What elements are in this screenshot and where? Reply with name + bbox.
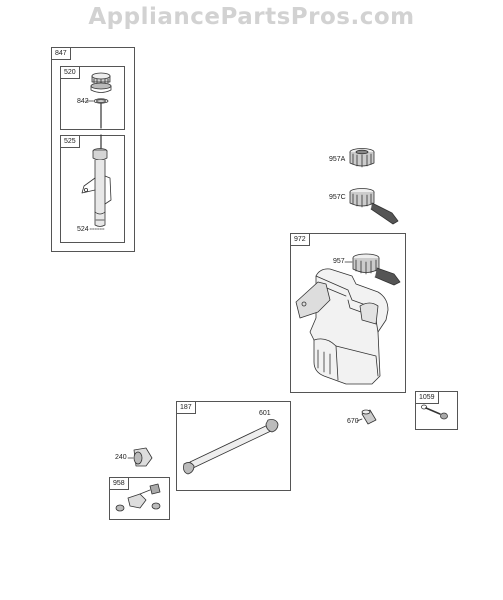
fuel-line-drawing	[183, 419, 279, 475]
fuel-cap-957c-drawing	[349, 188, 399, 225]
part-957a-label: 957A	[329, 156, 346, 163]
fuel-cap-957-drawing	[344, 253, 401, 286]
group-525-tag: 525	[61, 136, 80, 148]
group-847-box: 847	[51, 47, 135, 252]
shutoff-valve-240-drawing	[127, 447, 153, 467]
part-842-label: 842	[77, 98, 89, 105]
group-525-box: 525	[60, 135, 125, 243]
fuel-tank-drawing	[295, 268, 389, 385]
group-520-tag: 520	[61, 67, 80, 79]
part-670-label: 670	[347, 418, 359, 425]
group-187-box: 187	[176, 401, 291, 491]
group-1059-box: 1059	[415, 391, 458, 430]
oil-fill-cap-drawing	[85, 72, 112, 129]
group-972-tag: 972	[291, 234, 310, 246]
clamp-958-drawing	[115, 483, 161, 512]
part-957-label: 957	[333, 258, 345, 265]
bushing-670-drawing	[356, 409, 377, 425]
part-957c-label: 957C	[329, 194, 346, 201]
group-1059-tag: 1059	[416, 392, 439, 404]
group-972-box: 972	[290, 233, 406, 393]
screw-1059-drawing	[421, 404, 448, 420]
group-187-tag: 187	[177, 402, 196, 414]
part-524-label: 524	[77, 226, 89, 233]
group-958-box: 958	[109, 477, 170, 520]
part-601-label: 601	[259, 410, 271, 417]
group-520-box: 520	[60, 66, 125, 130]
group-847-tag: 847	[52, 48, 71, 60]
site-watermark: AppliancePartsPros.com	[88, 4, 415, 30]
group-958-tag: 958	[110, 478, 129, 490]
part-240-label: 240	[115, 454, 127, 461]
dipstick-tube-drawing	[81, 134, 112, 230]
fuel-cap-957a-drawing	[349, 148, 375, 168]
